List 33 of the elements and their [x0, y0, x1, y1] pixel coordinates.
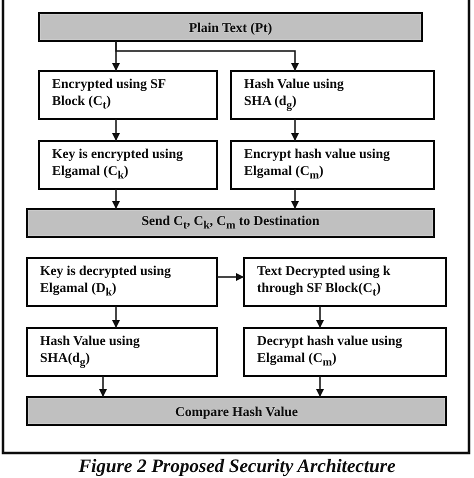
process-box	[243, 327, 447, 377]
node-label: Key is decrypted using Elgamal (D$_{k}$)	[40, 262, 172, 301]
node-label: Plain Text (Pt)	[188, 18, 272, 36]
arrow	[218, 273, 244, 281]
arrow	[115, 42, 299, 71]
arrow	[316, 377, 324, 397]
arrow	[291, 190, 299, 209]
process-box	[26, 327, 218, 377]
process-box	[230, 70, 435, 120]
process-box	[38, 140, 218, 190]
node-label: Decrypt hash value using Elgamal (C$_{m}$)	[257, 332, 404, 371]
figure-caption: Figure 2 Proposed Security Architecture	[77, 456, 397, 478]
stage-bar	[26, 396, 447, 426]
arrow	[112, 190, 120, 209]
arrow	[291, 120, 299, 141]
arrow	[99, 377, 107, 397]
stage-bar	[26, 208, 435, 238]
process-box	[230, 140, 435, 190]
node-label: Hash Value using SHA (d$_{g}$)	[244, 75, 345, 114]
node-label: Key is encrypted using Elgamal (C$_{k}$)	[52, 145, 184, 184]
arrow	[316, 307, 324, 328]
node-label: Encrypt hash value using Elgamal (C$_{m}$)	[244, 145, 391, 184]
process-box	[26, 257, 218, 307]
node-label: Encrypted using SF Block (C$_{t}$)	[52, 75, 167, 114]
node-label: Text Decrypted using k through SF Block(C$_{t}$)	[257, 262, 392, 301]
process-box	[243, 257, 447, 307]
process-box	[38, 70, 218, 120]
node-label: Send C$_{t}$, C$_{k}$, C$_{m}$ to Destination	[141, 212, 320, 234]
node-label: Compare Hash Value	[175, 402, 298, 420]
stage-bar	[38, 12, 423, 42]
arrow	[112, 120, 120, 141]
arrow	[112, 307, 120, 328]
node-label: Hash Value using SHA(d$_{g}$)	[40, 332, 141, 371]
